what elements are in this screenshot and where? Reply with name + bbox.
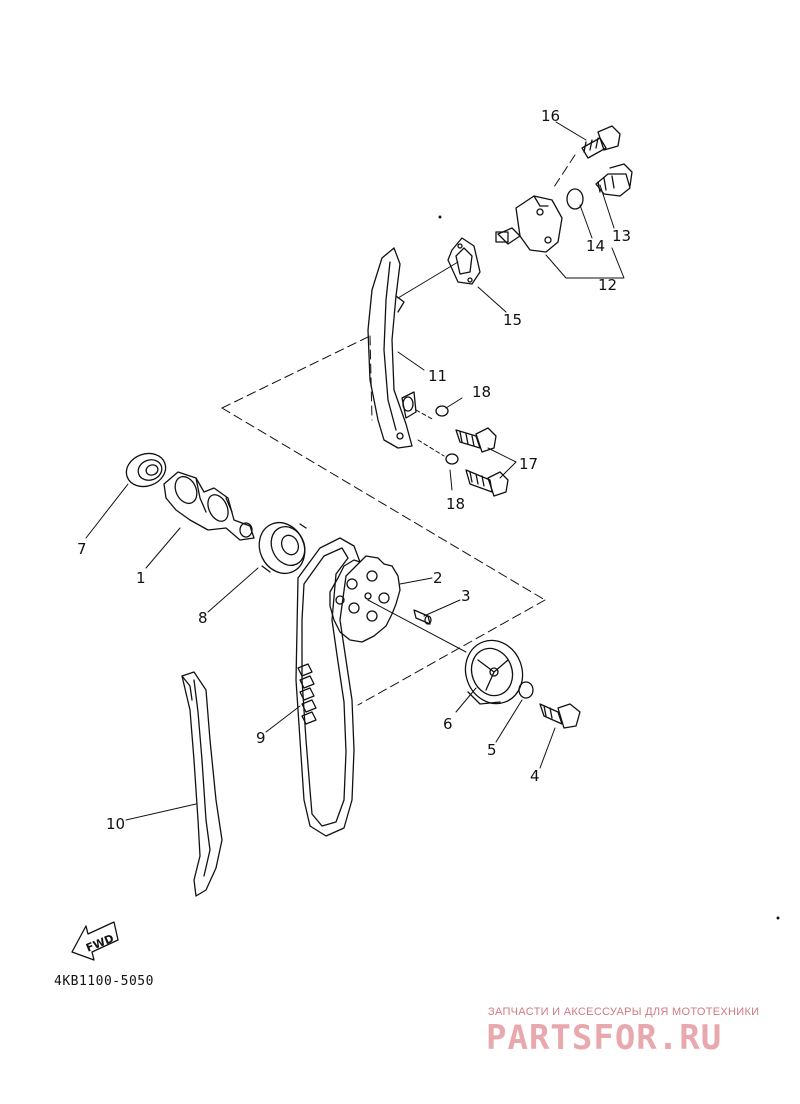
callout-7: 7: [77, 540, 87, 558]
bearing-7-part: [125, 452, 167, 488]
bearing-8-part: [258, 522, 307, 574]
callout-18-upper: 18: [472, 383, 491, 401]
diagram-code: 4KB1100-5050: [54, 974, 154, 989]
watermark-logo: PARTSFOR.RU: [486, 1018, 723, 1058]
bolt-17-lower-part: [465, 469, 509, 497]
plate-6-part: [464, 639, 524, 705]
sprocket-2-part: [329, 555, 401, 643]
callout-13: 13: [612, 227, 631, 245]
tensioner-12-part: [495, 195, 563, 253]
fwd-arrow-icon: [71, 921, 119, 961]
bolt-4-part: [539, 703, 581, 729]
assembly-frame: [221, 154, 576, 706]
plug-bolt-13-part: [595, 163, 633, 197]
callout-2: 2: [433, 569, 443, 587]
washer-5-part: [518, 681, 534, 699]
leader-lines: [85, 121, 625, 821]
gasket-15-part: [447, 237, 481, 285]
callout-6: 6: [443, 715, 453, 733]
callout-12: 12: [598, 276, 617, 294]
callout-10: 10: [106, 815, 125, 833]
washer-18-lower-part: [445, 453, 459, 465]
bolt-17-upper-part: [455, 427, 497, 453]
callout-labels: 1 2 3 4 5 6 7 8 9 10 11 12 13 14 15 16 1…: [77, 107, 631, 833]
chain-guide-11-part: [367, 247, 417, 449]
callout-11: 11: [428, 367, 447, 385]
watermark-tagline: ЗАПЧАСТИ И АКСЕССУАРЫ ДЛЯ МОТОТЕХНИКИ: [488, 1006, 760, 1018]
callout-15: 15: [503, 311, 522, 329]
fwd-label: FWD: [84, 932, 116, 955]
guide-to-gasket-link: [397, 261, 459, 299]
callout-4: 4: [530, 767, 540, 785]
camshaft-1-part: [163, 471, 255, 541]
callout-1: 1: [136, 569, 146, 587]
pin-3-part: [413, 609, 432, 625]
callout-14: 14: [586, 237, 605, 255]
chain-guide-10-part: [181, 671, 223, 897]
callout-9: 9: [256, 729, 266, 747]
bolt-16-part: [581, 125, 621, 159]
callout-16: 16: [541, 107, 560, 125]
washer-18-upper-part: [435, 405, 449, 417]
callout-17: 17: [519, 455, 538, 473]
callout-5: 5: [487, 741, 497, 759]
gasket-14-part: [566, 188, 584, 210]
callout-8: 8: [198, 609, 208, 627]
timing-chain-9-part: [295, 537, 361, 837]
callout-18-lower: 18: [446, 495, 465, 513]
callout-3: 3: [461, 587, 471, 605]
